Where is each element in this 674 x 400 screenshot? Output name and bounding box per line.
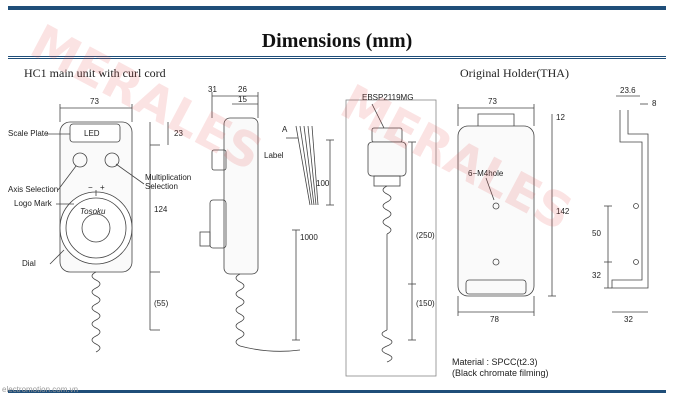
label-plus: + bbox=[100, 183, 105, 192]
side-view bbox=[199, 117, 301, 352]
logo-brand: Tosoku bbox=[80, 207, 106, 216]
dim-78: 78 bbox=[490, 315, 499, 324]
holder-front-view bbox=[457, 113, 535, 297]
dim-73-front: 73 bbox=[90, 97, 99, 106]
dim-1000: 1000 bbox=[300, 233, 318, 242]
label-logo-mark: Logo Mark bbox=[14, 199, 53, 208]
label-multiplication: Multiplication bbox=[145, 173, 191, 182]
dim-142: 142 bbox=[556, 207, 570, 216]
section-main-unit-title: HC1 main unit with curl cord bbox=[24, 66, 166, 80]
label-arrow-a: A bbox=[282, 125, 288, 134]
page-title: Dimensions (mm) bbox=[261, 30, 413, 52]
dim-100: 100 bbox=[316, 179, 330, 188]
label-axis-selection: Axis Selection bbox=[8, 185, 58, 194]
connector-frame bbox=[345, 99, 437, 377]
section-holder-title: Original Holder(THA) bbox=[460, 66, 569, 80]
dim-150: (150) bbox=[416, 299, 435, 308]
label-scale-plate: Scale Plate bbox=[8, 129, 49, 138]
dim-55: (55) bbox=[154, 299, 169, 308]
holder-side-view bbox=[611, 110, 649, 289]
dim-73-holder: 73 bbox=[488, 97, 497, 106]
dim-23-6: 23.6 bbox=[620, 86, 636, 95]
dim-32-holder: 32 bbox=[592, 271, 601, 280]
footer-text: electromotion.com.vn bbox=[2, 385, 79, 394]
label-hole: 6−M4hole bbox=[468, 169, 504, 178]
dim-23: 23 bbox=[174, 129, 183, 138]
label-label: Label bbox=[264, 151, 284, 160]
connector-view bbox=[367, 127, 407, 363]
dim-50: 50 bbox=[592, 229, 601, 238]
label-dial: Dial bbox=[22, 259, 36, 268]
material-line-2: (Black chromate filming) bbox=[452, 368, 549, 378]
dim-8: 8 bbox=[652, 99, 657, 108]
dim-12: 12 bbox=[556, 113, 565, 122]
title-rule bbox=[8, 56, 666, 57]
title-rule-secondary bbox=[8, 58, 666, 59]
label-minus: − bbox=[88, 183, 93, 192]
dim-124: 124 bbox=[154, 205, 168, 214]
material-note: Material : SPCC(t2.3) (Black chromate fi… bbox=[452, 357, 549, 379]
dim-15: 15 bbox=[238, 95, 247, 104]
dim-26: 26 bbox=[238, 85, 247, 94]
bottom-bar bbox=[8, 390, 666, 393]
dim-32-side: 32 bbox=[624, 315, 633, 324]
material-line-1: Material : SPCC(t2.3) bbox=[452, 357, 538, 367]
label-selection: Selection bbox=[145, 182, 178, 191]
label-led: LED bbox=[84, 129, 100, 138]
front-view bbox=[59, 121, 133, 353]
dim-250: (250) bbox=[416, 231, 435, 240]
label-connector: EBSP2119MG bbox=[362, 93, 413, 102]
dim-31: 31 bbox=[208, 85, 217, 94]
top-bar bbox=[8, 6, 666, 10]
